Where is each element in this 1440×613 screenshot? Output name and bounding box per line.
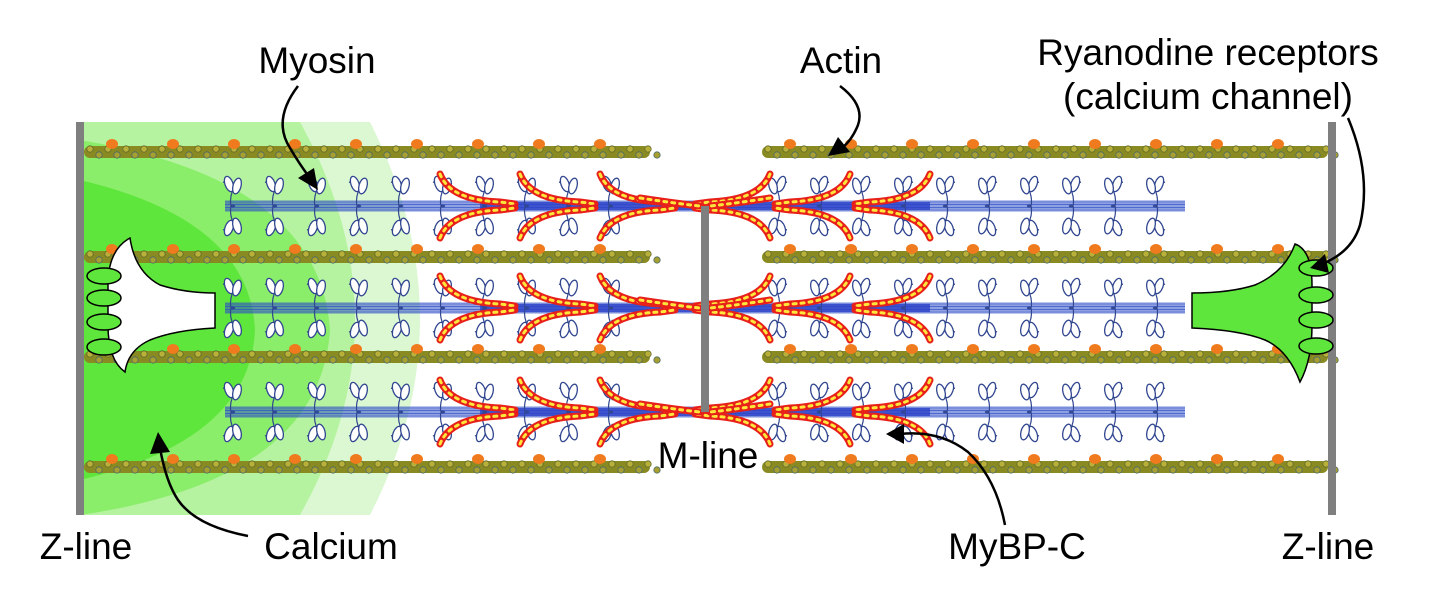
myosin-arrowhead (298, 168, 318, 190)
mybpc-arc (516, 306, 599, 344)
actin-filament (762, 244, 1339, 264)
mybpc-arc (516, 272, 599, 310)
mybpc-arc (436, 376, 519, 414)
z-line-right-label: Z-line (1281, 526, 1375, 567)
mybpc-arc (436, 410, 519, 448)
mybpc-arc (771, 306, 854, 344)
mybpc-arc (516, 376, 599, 414)
mybpc-arc (706, 400, 774, 416)
mybpc-arc (706, 194, 774, 210)
mybpc-arc (691, 306, 774, 344)
mybpc-arc (636, 400, 704, 416)
mybpc-arc (771, 204, 854, 242)
mybpc-arc (851, 170, 934, 208)
mybpc-arc (851, 306, 934, 344)
actin-filament (762, 454, 1339, 474)
mybpc-arc (691, 272, 774, 310)
mybpc-arc (851, 376, 934, 414)
mybpc-arc (596, 410, 679, 448)
mybpc-arc (691, 204, 774, 242)
actin-filament (84, 344, 661, 364)
z-line-left-label: Z-line (39, 526, 133, 567)
mybpc-arc (596, 306, 679, 344)
myosin-arrow (281, 85, 311, 179)
actin-filament (84, 244, 661, 264)
actin-arrow (839, 85, 861, 149)
mybpc-arc (691, 376, 774, 414)
z-line-left-bar (76, 122, 84, 515)
actin-arrowhead (828, 137, 850, 156)
mybpc-arc (516, 170, 599, 208)
actin-filaments (84, 139, 1339, 474)
ryanodine-label-line2: (calcium channel) (1063, 76, 1353, 117)
ryanodine-arrowhead (1310, 254, 1329, 273)
calcium-label: Calcium (264, 526, 398, 567)
ryanodine-receptor-left (86, 236, 216, 374)
ryanodine-receptor-right (1191, 243, 1334, 384)
mybpc-arc (691, 170, 774, 208)
mybpc-arc (771, 410, 854, 448)
mybpc-arc (516, 204, 599, 242)
mybpc-arc (596, 204, 679, 242)
mybpc-arc (436, 170, 519, 208)
mybpc-arc (516, 410, 599, 448)
actin-filament (762, 139, 1339, 159)
m-line-label: M-line (657, 435, 759, 476)
mybpc-arc (691, 410, 774, 448)
mybpc-arc (851, 410, 934, 448)
mybpc-arrow (899, 432, 1007, 526)
actin-label: Actin (799, 40, 883, 81)
mybpc-arc (436, 306, 519, 344)
mybpc-arc (851, 204, 934, 242)
mybpc-arc (771, 376, 854, 414)
ryanodine-arrow (1321, 117, 1366, 266)
mybpc-label: MyBP-C (948, 526, 1086, 567)
mybpc-arc (771, 170, 854, 208)
mybpc-arc (436, 204, 519, 242)
mybpc-arc (436, 272, 519, 310)
mybpc-arc (636, 194, 704, 210)
actin-filament (762, 344, 1339, 364)
calcium-arrow (158, 447, 249, 538)
calcium-arrowhead (150, 432, 170, 454)
mybpc-arc (851, 272, 934, 310)
actin-filament (84, 454, 661, 474)
mybpc-arc (706, 296, 774, 312)
actin-filament (84, 139, 661, 159)
mybpc-arrowhead (886, 424, 904, 444)
ryanodine-label-line1: Ryanodine receptors (1037, 32, 1379, 73)
m-line-bar (701, 206, 709, 412)
myosin-label: Myosin (258, 40, 376, 81)
mybpc-arc (771, 272, 854, 310)
mybpc-proteins (436, 170, 934, 448)
mybpc-arc (636, 296, 704, 312)
